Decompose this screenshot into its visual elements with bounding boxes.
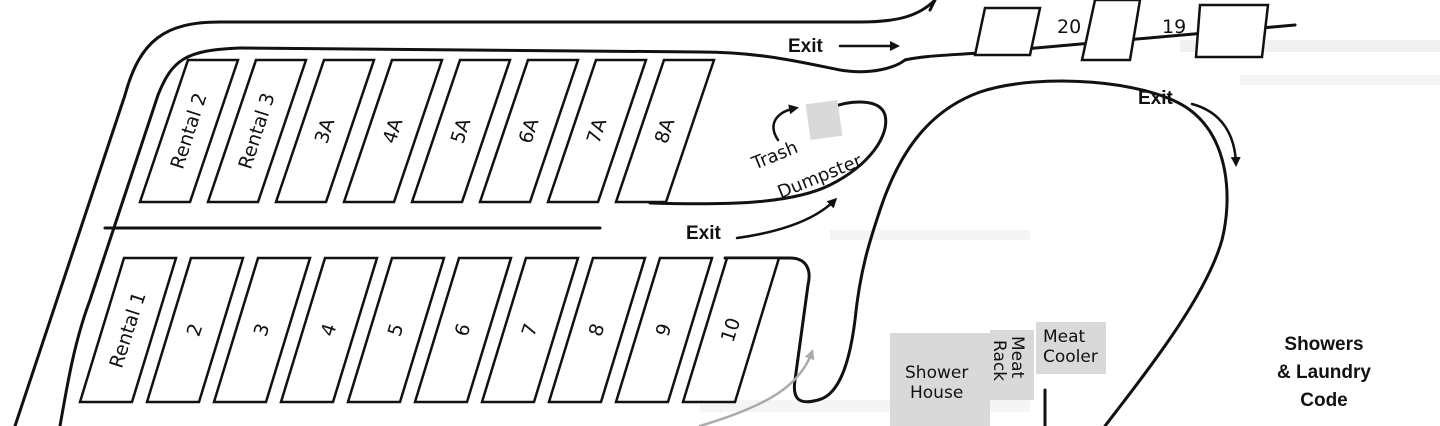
exit-arrow-middle <box>735 197 838 240</box>
bottom-site-3[interactable] <box>212 256 312 404</box>
meat-rack-label-1: Meat <box>1007 336 1027 379</box>
bottom-site-9[interactable] <box>614 256 714 404</box>
bottom-site-10[interactable] <box>681 256 781 404</box>
trash-dumpster: Trash Dumpster <box>748 99 866 203</box>
right-loop-road <box>816 79 1229 426</box>
trash-label: Trash <box>748 137 801 175</box>
bottom-site-4[interactable] <box>279 256 379 404</box>
bottom-site-7[interactable] <box>480 256 580 404</box>
meat-cooler-label-1: Meat <box>1043 327 1086 347</box>
exit-label-middle: Exit <box>686 223 722 244</box>
meat-cooler-label-2: Cooler <box>1043 347 1098 367</box>
inner-road-top <box>238 46 907 74</box>
top-site-8[interactable] <box>614 58 716 204</box>
top-site-4[interactable] <box>342 58 444 204</box>
top-site-1[interactable] <box>138 58 240 204</box>
code-line-2: & Laundry <box>1277 362 1371 383</box>
bottom-site-1[interactable] <box>78 256 178 404</box>
bottom-site-2[interactable] <box>145 256 245 404</box>
top-site-6[interactable] <box>478 58 580 204</box>
code-note: Showers & Laundry Code <box>1277 334 1371 411</box>
dumpster-square <box>805 99 843 141</box>
top-site-2[interactable] <box>206 58 308 204</box>
buildings: Shower House Meat Rack Meat Cooler <box>890 322 1106 426</box>
bottom-site-8[interactable] <box>547 256 647 404</box>
meat-rack <box>990 330 1034 400</box>
entry-arrow-faded <box>698 349 815 426</box>
bottom-site-5[interactable] <box>346 256 446 404</box>
code-line-1: Showers <box>1284 334 1363 355</box>
top-site-7[interactable] <box>546 58 648 204</box>
outer-road <box>13 0 937 426</box>
meat-rack-label-2: Rack <box>989 340 1009 381</box>
exit-label-top: Exit <box>788 36 824 57</box>
exit-arrow-right <box>1190 102 1241 167</box>
top-right-road <box>928 0 937 12</box>
shower-house-label-1: Shower <box>905 363 968 383</box>
meat-cooler <box>1036 322 1106 374</box>
site-far-20[interactable] <box>1080 0 1142 62</box>
shower-house <box>890 333 990 426</box>
inner-road-upper-left <box>58 46 242 426</box>
trash-loop <box>648 100 888 206</box>
site-far-1[interactable] <box>973 6 1042 57</box>
top-site-3[interactable] <box>274 58 376 204</box>
far-sites: 20 19 <box>973 0 1270 62</box>
site-far-19[interactable] <box>1194 3 1270 59</box>
shower-house-label-2: House <box>910 383 963 403</box>
trash-arrow <box>772 104 799 142</box>
bottom-site-6[interactable] <box>413 256 513 404</box>
site-label-19: 19 <box>1162 16 1186 38</box>
site-label-20: 20 <box>1057 16 1081 38</box>
bottom-row-cap <box>723 256 820 404</box>
top-site-5[interactable] <box>410 58 512 204</box>
exits: Exit Exit Exit <box>686 36 1241 426</box>
exit-label-right: Exit <box>1138 88 1174 109</box>
code-line-3: Code <box>1300 390 1348 411</box>
